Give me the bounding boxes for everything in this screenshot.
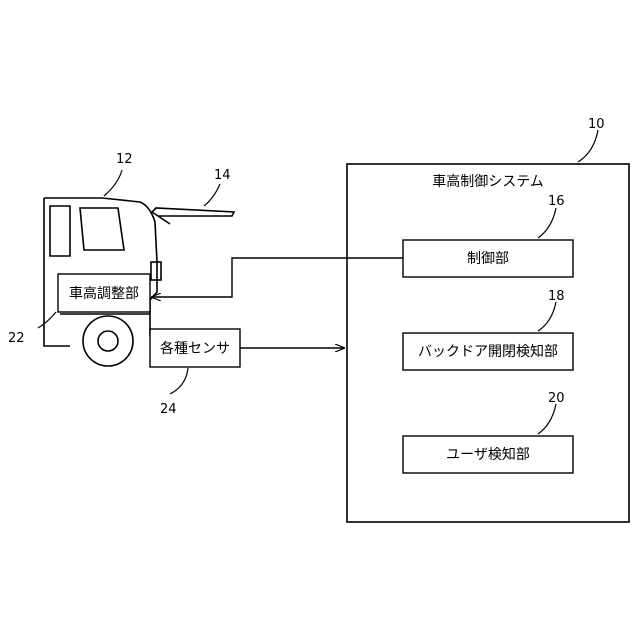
ref-18: 18: [548, 289, 565, 304]
user-detector-label: ユーザ検知部: [446, 446, 530, 463]
vehicle-side-window: [80, 208, 124, 250]
leader-10: [578, 130, 598, 162]
leader-18: [538, 302, 556, 331]
ref-14: 14: [214, 168, 231, 183]
vehicle-front-window: [50, 206, 70, 256]
leader-24: [170, 368, 188, 394]
ref-16: 16: [548, 194, 565, 209]
leader-16: [538, 208, 556, 238]
height-adjuster-label: 車高調整部: [69, 285, 139, 302]
ref-20: 20: [548, 391, 565, 406]
ref-12: 12: [116, 152, 133, 167]
vehicle-cab-outline: [44, 198, 157, 336]
wheel: [83, 316, 133, 366]
ref-10: 10: [588, 117, 605, 132]
arrow-control-to-adjuster: [152, 258, 403, 297]
ref-22: 22: [8, 331, 25, 346]
backdoor: [152, 208, 234, 224]
sensors-label: 各種センサ: [160, 341, 230, 357]
leader-12: [104, 170, 122, 196]
backdoor-detector-label: バックドア開閉検知部: [418, 343, 558, 360]
system-title: 車高制御システム: [432, 173, 544, 190]
vehicle-front: [44, 198, 70, 346]
wheel-hub: [98, 331, 118, 351]
ref-24: 24: [160, 402, 177, 417]
tail-light: [151, 262, 161, 280]
leader-20: [538, 404, 556, 434]
control-unit-label: 制御部: [467, 251, 509, 267]
leader-14: [204, 184, 220, 206]
leader-22: [38, 312, 56, 328]
